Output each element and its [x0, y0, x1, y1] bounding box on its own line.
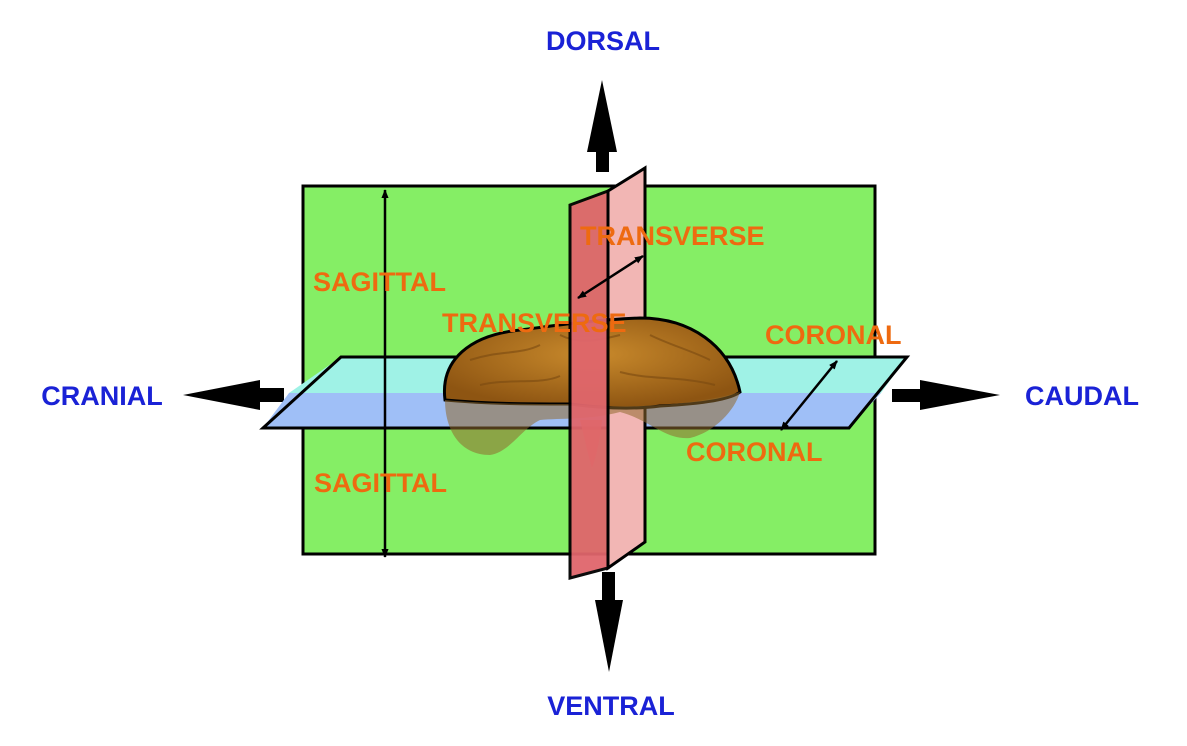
caudal-label: CAUDAL	[1025, 381, 1139, 411]
ventral-arrow-icon	[595, 572, 623, 672]
sagittal-label-top: SAGITTAL	[313, 267, 446, 297]
caudal-arrow-icon	[892, 380, 1000, 410]
sagittal-label-bottom: SAGITTAL	[314, 468, 447, 498]
coronal-double-arrow-icon	[780, 360, 838, 431]
transverse-double-arrow-icon	[577, 254, 644, 300]
coronal-label-bottom: CORONAL	[686, 437, 823, 467]
cranial-arrow-icon	[183, 380, 284, 410]
coronal-label-top: CORONAL	[765, 320, 902, 350]
ventral-label: VENTRAL	[547, 691, 675, 721]
cranial-label: CRANIAL	[41, 381, 163, 411]
dorsal-arrow-icon	[587, 80, 617, 172]
transverse-label-top: TRANSVERSE	[580, 221, 765, 251]
dorsal-label: DORSAL	[546, 26, 660, 56]
transverse-label-bottom: TRANSVERSE	[442, 308, 627, 338]
